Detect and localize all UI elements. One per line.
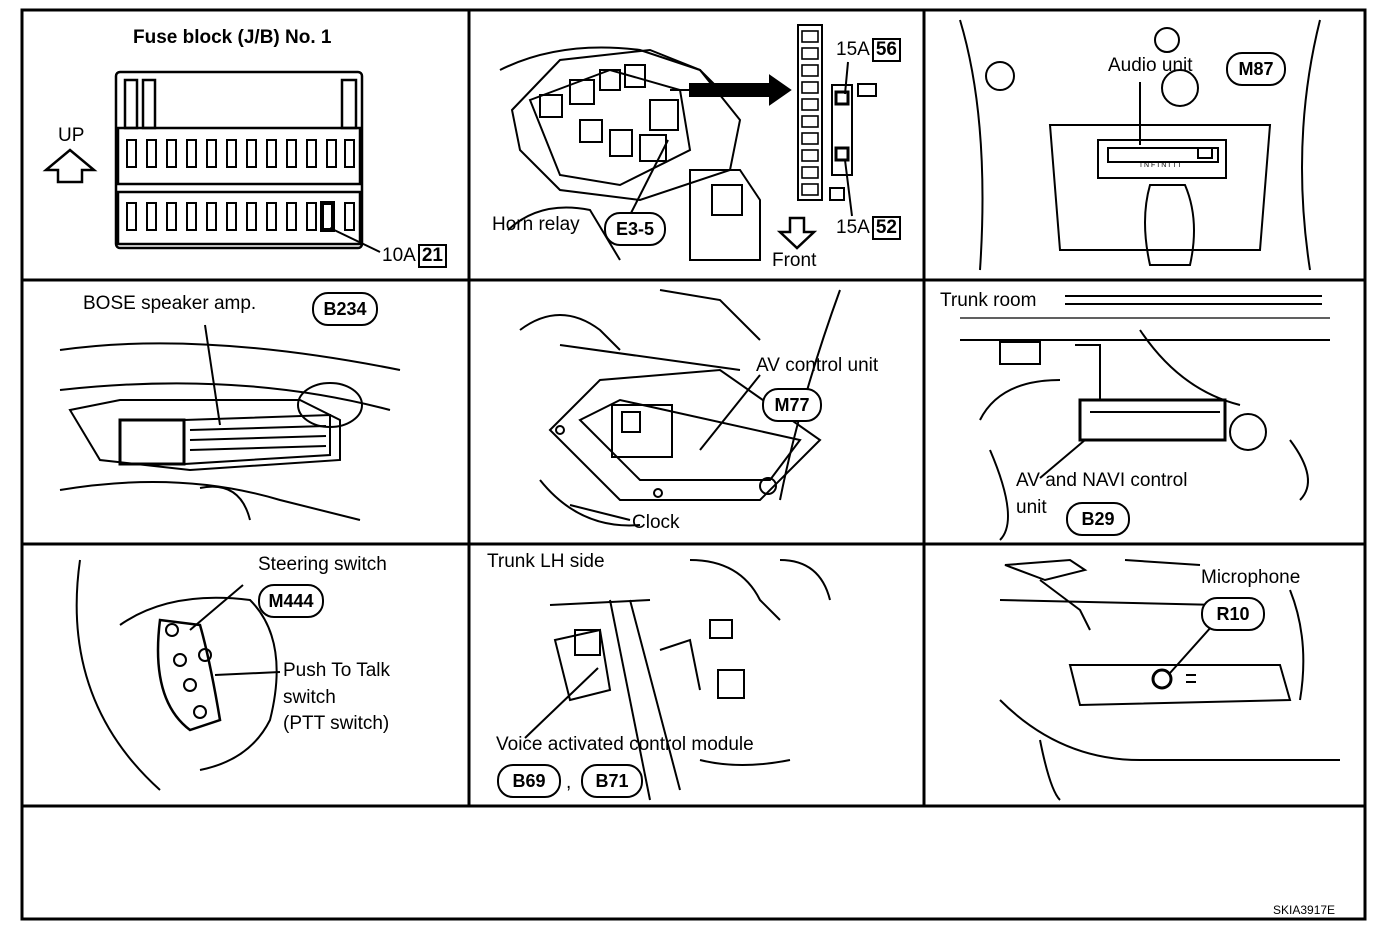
voice-module-connector-1: B69 <box>497 764 561 798</box>
fuse-block-drawing <box>42 70 381 253</box>
av-control-unit-label: AV control unit <box>756 355 879 376</box>
fuse-bottom-rating-value: 15A <box>836 217 870 238</box>
horn-relay-drawing <box>499 24 877 261</box>
steering-switch-label: Steering switch <box>258 554 387 575</box>
up-label: UP <box>58 125 85 146</box>
ptt-label-line1: Push To Talk <box>283 660 391 681</box>
av-navi-label-line1: AV and NAVI control <box>1016 470 1188 491</box>
steering-switch-connector: M444 <box>258 584 324 618</box>
fuse-bottom-number: 52 <box>871 216 901 240</box>
ptt-label-line2: switch <box>283 687 336 708</box>
voice-module-label: Voice activated control module <box>496 734 754 755</box>
audio-unit-brand: INFINITI <box>1140 162 1183 169</box>
horn-relay-connector: E3-5 <box>604 212 666 246</box>
av-navi-label-line2: unit <box>1016 497 1047 518</box>
clock-label: Clock <box>632 512 680 533</box>
fuse-number: 21 <box>417 244 447 268</box>
microphone-label: Microphone <box>1201 567 1301 588</box>
bose-amp-label: BOSE speaker amp. <box>83 293 257 314</box>
microphone-connector: R10 <box>1201 597 1265 631</box>
av-control-unit-connector: M77 <box>762 388 822 422</box>
voice-module-connector-2: B71 <box>581 764 643 798</box>
ptt-label-line3: (PTT switch) <box>283 713 390 734</box>
microphone-drawing <box>999 558 1340 801</box>
fuse-rating-value: 10A <box>382 245 416 266</box>
figure-reference: SKIA3917E <box>1273 903 1336 917</box>
horn-relay-label: Horn relay <box>492 214 580 235</box>
voice-module-separator: , <box>566 772 572 793</box>
bose-amp-connector: B234 <box>312 292 378 326</box>
bose-amp-drawing <box>59 324 401 521</box>
audio-unit-connector: M87 <box>1226 52 1286 86</box>
trunk-room-title: Trunk room <box>940 290 1037 311</box>
fuse-block-title: Fuse block (J/B) No. 1 <box>133 27 332 48</box>
front-label: Front <box>772 250 817 271</box>
av-navi-connector: B29 <box>1066 502 1130 536</box>
trunk-lh-title: Trunk LH side <box>487 551 605 572</box>
fuse-top-rating-value: 15A <box>836 39 870 60</box>
audio-unit-drawing <box>959 19 1321 271</box>
steering-switch-drawing <box>75 559 281 791</box>
trunk-room-drawing <box>960 295 1330 541</box>
voice-module-drawing <box>524 559 831 801</box>
fuse-top-number: 56 <box>871 38 901 62</box>
audio-unit-label: Audio unit <box>1108 55 1193 76</box>
